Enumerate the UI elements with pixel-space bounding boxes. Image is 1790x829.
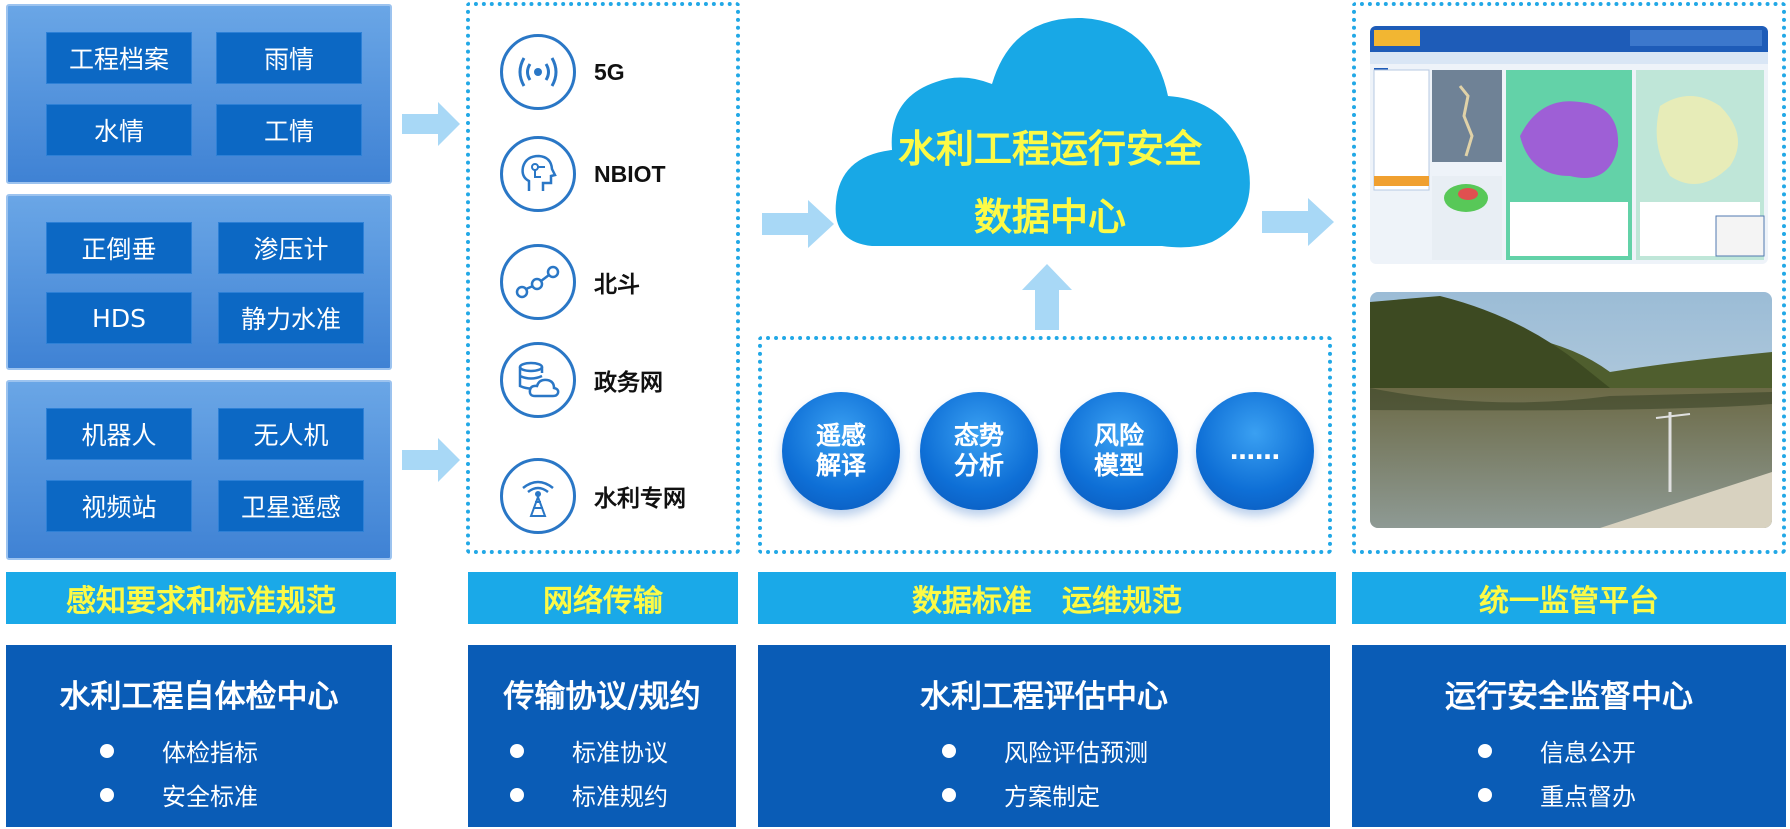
services-panel (758, 336, 1332, 554)
5g-signal-icon (500, 34, 576, 110)
cloud-title-line1: 水利工程运行安全 (897, 127, 1202, 171)
sensing-group-2: 正倒垂 渗压计 HDS 静力水准 (6, 194, 392, 370)
bullet-item: 风险评估预测 (942, 733, 1148, 768)
bullet-dot (100, 787, 114, 802)
sensor-hds[interactable]: HDS (46, 292, 192, 344)
bullet-item: 方案制定 (942, 777, 1100, 812)
sensor-level[interactable]: 静力水准 (218, 292, 364, 344)
network-label: 5G (594, 58, 625, 85)
bullet-item: 标准规约 (510, 777, 668, 812)
sensor-robot[interactable]: 机器人 (46, 408, 192, 460)
arrow-right-icon (1262, 198, 1334, 246)
database-cloud-icon (500, 342, 576, 418)
arrow-right-icon (762, 200, 834, 248)
platform-screenshot-image (1370, 26, 1768, 264)
center-title: 水利工程评估中心 (920, 679, 1168, 715)
band-sensing-standards: 感知要求和标准规范 (6, 572, 396, 624)
platform-panel (1352, 2, 1786, 554)
band-platform: 统一监管平台 (1352, 572, 1786, 624)
sensor-satellite[interactable]: 卫星遥感 (218, 480, 364, 532)
network-item-water-net[interactable]: 水利专网 (500, 458, 686, 534)
sensing-group-3: 机器人 无人机 视频站 卫星遥感 (6, 380, 392, 560)
network-label: 政务网 (594, 369, 663, 395)
cloud-title-line2: 数据中心 (973, 195, 1126, 239)
ai-head-icon (500, 136, 576, 212)
center-title: 传输协议/规约 (503, 679, 701, 715)
center-supervision[interactable]: 运行安全监督中心 信息公开 重点督办 (1352, 645, 1786, 827)
sensing-group-1: 工程档案 雨情 水情 工情 (6, 4, 392, 184)
network-item-nbiot[interactable]: NBIOT (500, 136, 666, 212)
bullet-item: 安全标准 (100, 777, 258, 812)
bullet-dot (100, 743, 114, 758)
bullet-dot (1478, 787, 1492, 802)
beidou-nodes-icon (500, 244, 576, 320)
service-risk-model[interactable]: 风险 模型 (1060, 392, 1178, 510)
band-network: 网络传输 (468, 572, 738, 624)
sensor-works[interactable]: 工情 (216, 104, 362, 156)
network-label: 水利专网 (594, 485, 686, 511)
band-data-standards: 数据标准 运维规范 (758, 572, 1336, 624)
network-label: NBIOT (594, 160, 666, 187)
center-self-check[interactable]: 水利工程自体检中心 体检指标 安全标准 (6, 645, 392, 827)
service-more[interactable]: …… (1196, 392, 1314, 510)
sensor-drone[interactable]: 无人机 (218, 408, 364, 460)
cloud-shape (835, 17, 1250, 248)
sensor-rain[interactable]: 雨情 (216, 32, 362, 84)
network-panel: 5G NBIOT 北斗 政务网 水利专网 (466, 2, 740, 554)
bullet-dot (510, 787, 524, 802)
network-label: 北斗 (594, 271, 640, 297)
sensor-pendulum[interactable]: 正倒垂 (46, 222, 192, 274)
bullet-item: 体检指标 (100, 733, 258, 768)
network-item-gov[interactable]: 政务网 (500, 342, 663, 418)
sensor-archive[interactable]: 工程档案 (46, 32, 192, 84)
network-item-5g[interactable]: 5G (500, 34, 625, 110)
bullet-dot (942, 787, 956, 802)
bullet-item: 重点督办 (1478, 777, 1636, 812)
bullet-item: 信息公开 (1478, 733, 1636, 768)
center-title: 水利工程自体检中心 (59, 679, 339, 715)
tower-icon (500, 458, 576, 534)
sensor-piezometer[interactable]: 渗压计 (218, 222, 364, 274)
bullet-dot (942, 743, 956, 758)
center-protocol[interactable]: 传输协议/规约 标准协议 标准规约 (468, 645, 736, 827)
reservoir-photo-image (1370, 292, 1772, 528)
bullet-item: 标准协议 (510, 733, 668, 768)
arrow-right-icon (402, 438, 460, 482)
bullet-dot (1478, 743, 1492, 758)
sensor-water[interactable]: 水情 (46, 104, 192, 156)
center-title: 运行安全监督中心 (1445, 679, 1693, 715)
bullet-dot (510, 743, 524, 758)
center-evaluation[interactable]: 水利工程评估中心 风险评估预测 方案制定 (758, 645, 1330, 827)
service-situation[interactable]: 态势 分析 (920, 392, 1038, 510)
sensor-video[interactable]: 视频站 (46, 480, 192, 532)
service-remote-sensing[interactable]: 遥感 解译 (782, 392, 900, 510)
arrow-right-icon (402, 102, 460, 146)
network-item-beidou[interactable]: 北斗 (500, 244, 640, 320)
arrow-up-icon (1022, 264, 1072, 330)
